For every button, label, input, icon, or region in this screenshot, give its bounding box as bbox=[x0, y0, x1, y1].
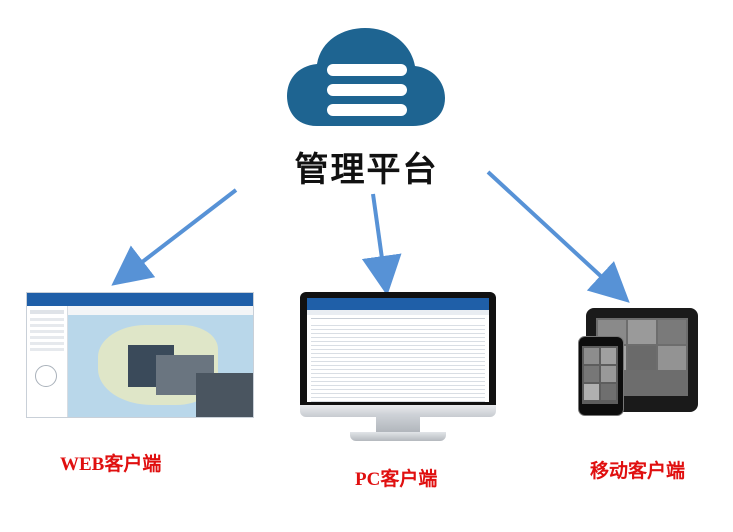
phone-screen bbox=[582, 346, 618, 404]
platform-title: 管理平台 bbox=[294, 150, 439, 190]
cloud-database-icon bbox=[287, 28, 445, 126]
web-client-screenshot bbox=[26, 292, 254, 418]
pc-client-label: PC客户端 bbox=[355, 469, 438, 490]
pc-monitor-screen bbox=[307, 298, 489, 402]
web-client-label: WEB客户端 bbox=[60, 454, 162, 475]
pc-monitor-chin bbox=[300, 405, 496, 417]
mobile-client-label: 移动客户端 bbox=[590, 461, 686, 482]
arrow-to-web bbox=[111, 188, 238, 286]
pc-monitor-base bbox=[350, 432, 446, 441]
arrow-to-mobile bbox=[486, 170, 630, 303]
pc-monitor-stand bbox=[376, 414, 420, 434]
arrow-to-pc bbox=[361, 193, 402, 296]
